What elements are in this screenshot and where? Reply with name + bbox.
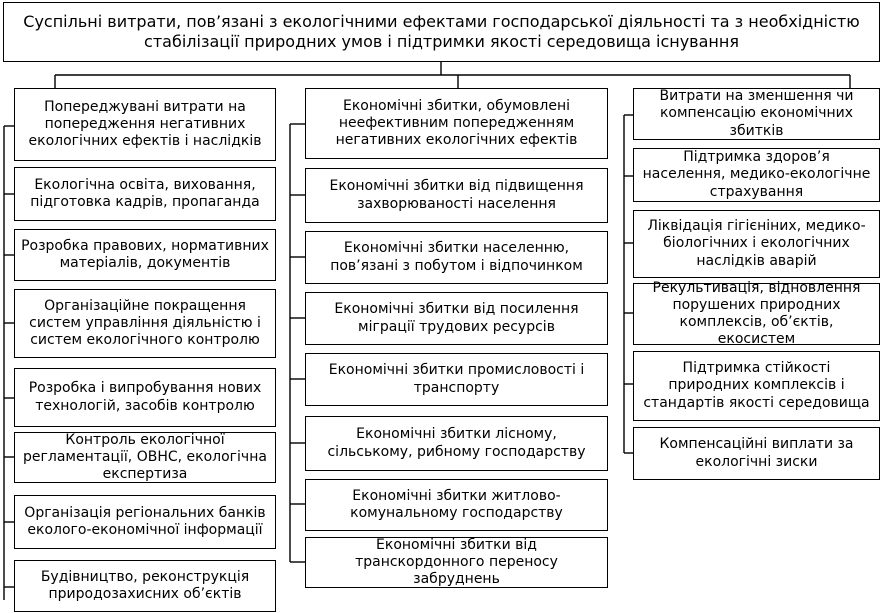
col1-item: Розробка і випробування нових технологій… [14,368,276,427]
col3-item: Ліквідація гігієніних, медико-біологічни… [633,210,880,278]
col2-item: Економічні збитки промисловості і трансп… [305,353,608,406]
diagram-title-box: Суспільні витрати, пов’язані з екологічн… [3,2,880,62]
col2-item: Економічні збитки житлово-комунальному г… [305,479,608,531]
col3-item: Компенсаційні виплати за екологічні зиск… [633,427,880,480]
col1-item: Екологічна освіта, виховання, підготовка… [14,167,276,221]
col2-item: Економічні збитки лісному, сільському, р… [305,416,608,471]
col2-item: Економічні збитки від транскордонного пе… [305,537,608,588]
col1-header: Попереджувані витрати на попередження не… [14,88,276,161]
col1-item: Організаційне покращення систем управлін… [14,289,276,358]
col3-header: Витрати на зменшення чи компенсацію екон… [633,88,880,140]
col1-item: Контроль екологічної регламентації, ОВНС… [14,432,276,483]
col2-item: Економічні збитки від підвищення захворю… [305,168,608,223]
col1-item: Розробка правових, нормативних матеріалі… [14,229,276,281]
col2-item: Економічні збитки населенню, пов’язані з… [305,231,608,284]
col1-item: Організація регіональних банків еколого-… [14,495,276,549]
col2-item: Економічні збитки від посилення міграції… [305,292,608,345]
col3-item: Рекультивація, відновлення порушених при… [633,280,880,347]
col2-header: Економічні збитки, обумовлені неефективн… [305,88,608,159]
col3-item: Підтримка стійкості природних комплексів… [633,351,880,421]
col1-item: Будівництво, реконструкція природозахисн… [14,560,276,612]
col3-item: Підтримка здоров’я населення, медико-еко… [633,148,880,202]
